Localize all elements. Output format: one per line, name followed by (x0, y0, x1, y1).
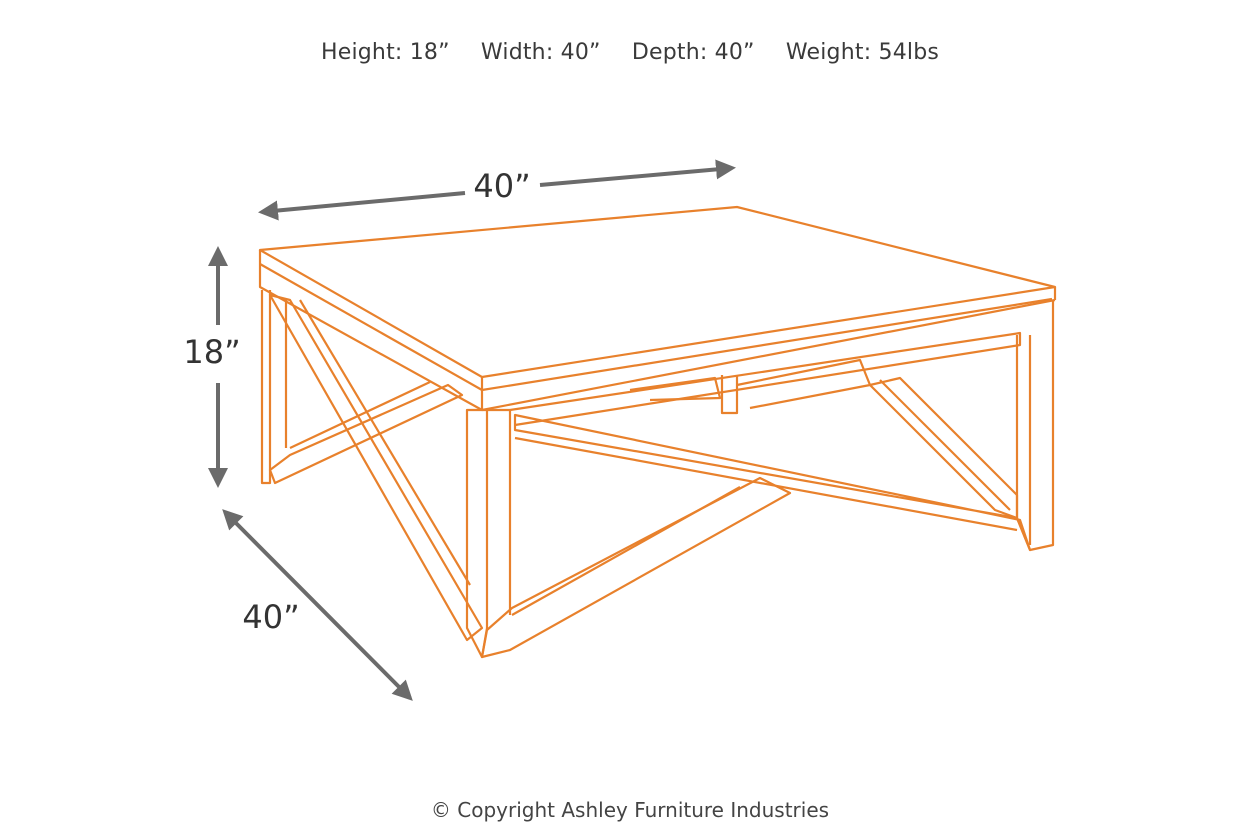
height-dimension-label: 18” (183, 333, 240, 371)
copyright-footer: © Copyright Ashley Furniture Industries (430, 798, 830, 822)
depth-spec: Depth: 40” (631, 40, 755, 65)
height-spec: Height: 18” (320, 40, 450, 65)
spec-line: Height: 18” Width: 40” Depth: 40” Weight… (0, 40, 1260, 65)
depth-dimension-label: 40” (242, 598, 299, 636)
width-spec: Width: 40” (480, 40, 601, 65)
table-outline (258, 205, 1057, 659)
width-dimension-label: 40” (473, 167, 530, 205)
width-dimension-arrow (258, 159, 736, 221)
depth-dimension-arrow (222, 509, 413, 701)
weight-spec: Weight: 54lbs (785, 40, 940, 65)
